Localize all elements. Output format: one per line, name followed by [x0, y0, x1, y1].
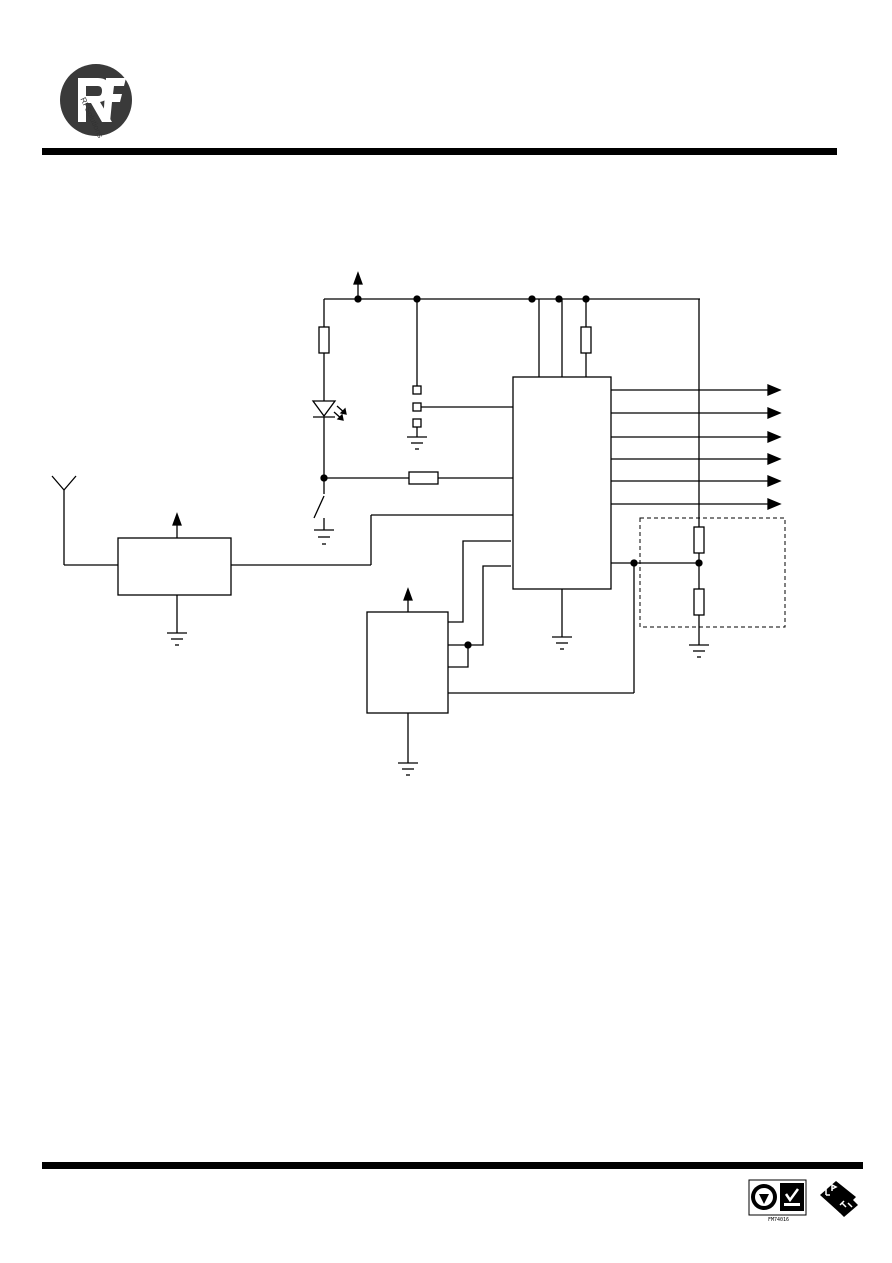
- cert-number: FM74016: [768, 1217, 789, 1223]
- jumper-link: [407, 299, 513, 450]
- led-diode: [311, 400, 337, 418]
- resistor-divider: [611, 299, 786, 693]
- led-resistor: [318, 326, 330, 354]
- vcc-rail: [324, 271, 700, 303]
- footer-rule: [42, 1162, 863, 1169]
- ukas-quality-management-icon: [780, 1183, 804, 1211]
- lpcb-icon: [820, 1181, 858, 1217]
- push-switch: [313, 495, 325, 519]
- header-rule: [42, 148, 837, 155]
- rf-solutions-logo: RFSolutions: [60, 64, 132, 139]
- certification-logos: FM74016: [748, 1179, 858, 1223]
- output-lines: [611, 384, 782, 510]
- switch-resistor-line: [324, 471, 513, 485]
- memory-ic: [366, 540, 634, 776]
- decoder-ic: [512, 299, 612, 650]
- led-branch: [311, 299, 347, 545]
- receiver-module: [51, 475, 513, 646]
